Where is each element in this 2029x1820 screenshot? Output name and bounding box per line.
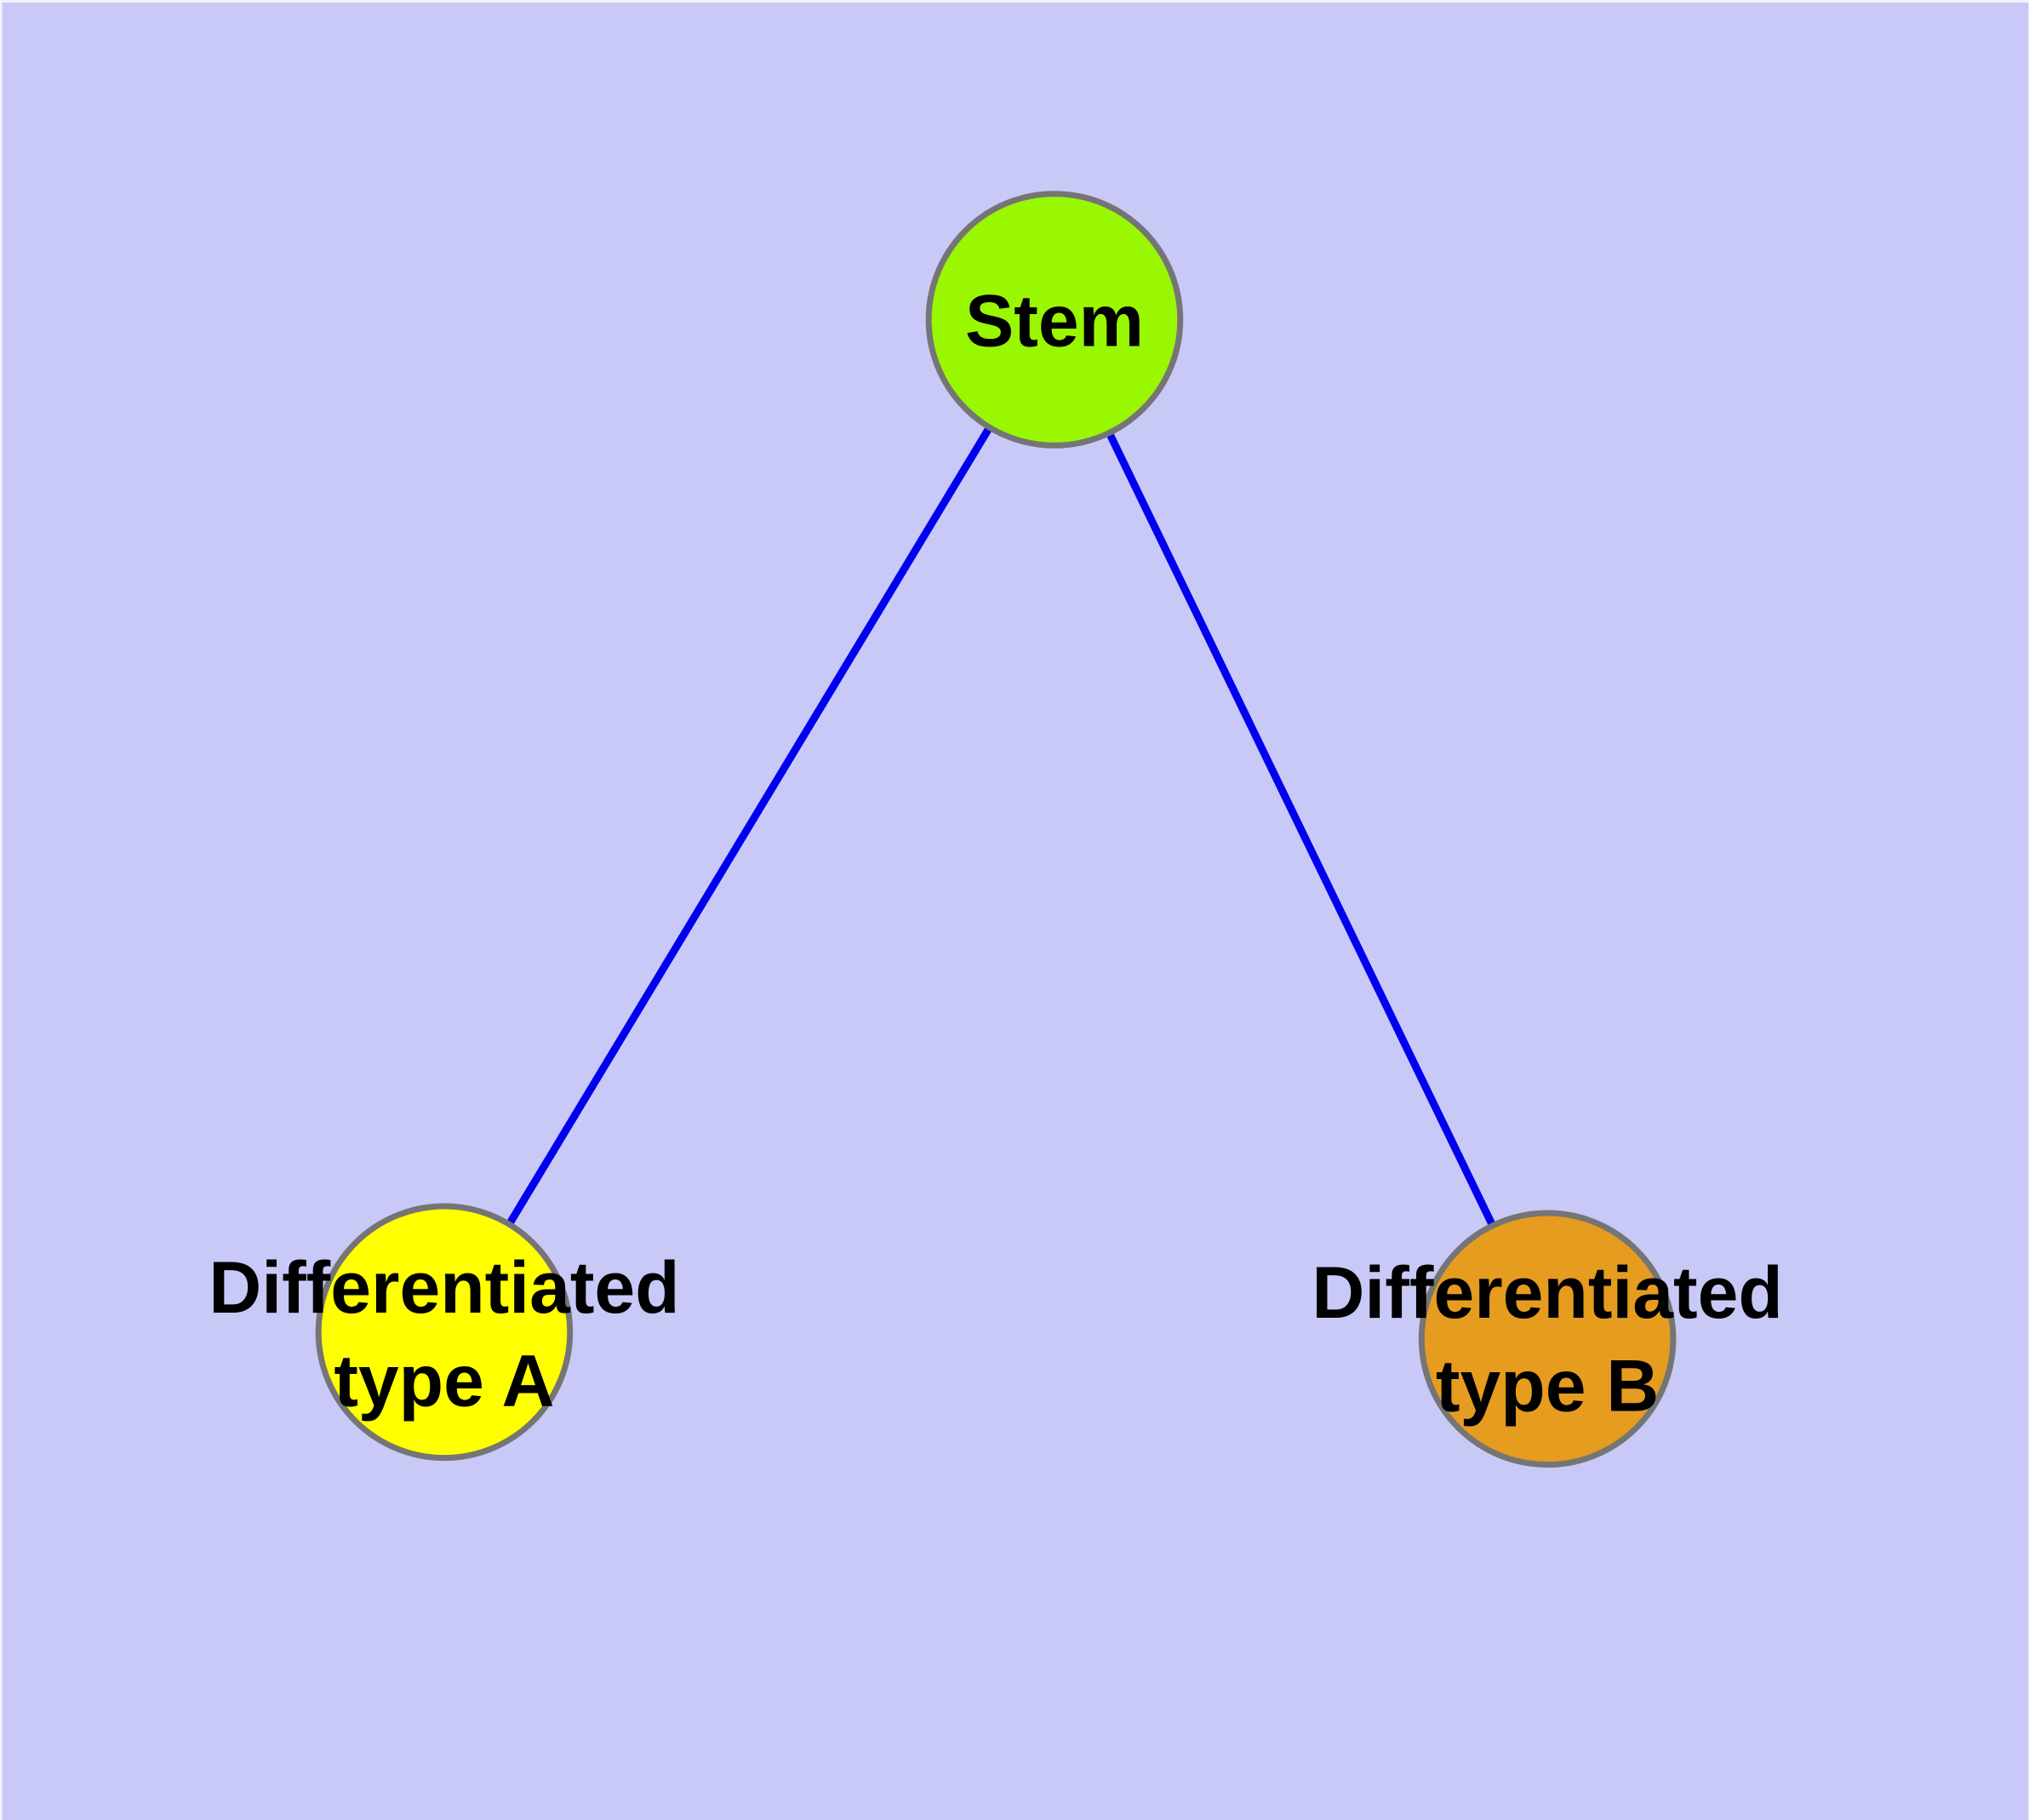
stem-cell-differentiation-diagram: Stem Differentiated type A Differentiate… (2, 3, 2029, 1820)
node-type-a-label-line1: Differentiated (209, 1247, 679, 1329)
node-type-a-label-line2: type A (334, 1341, 554, 1422)
node-stem-label: Stem (965, 280, 1144, 362)
node-type-b-label-line1: Differentiated (1312, 1252, 1782, 1334)
node-type-a-circle (315, 1203, 574, 1462)
node-type-b-circle (1418, 1210, 1677, 1468)
edge-stem-to-type-a (441, 318, 1058, 1335)
edge-stem-to-type-b (1050, 318, 1552, 1341)
node-type-b-label-line2: type B (1436, 1346, 1659, 1428)
node-stem-circle (925, 191, 1184, 449)
